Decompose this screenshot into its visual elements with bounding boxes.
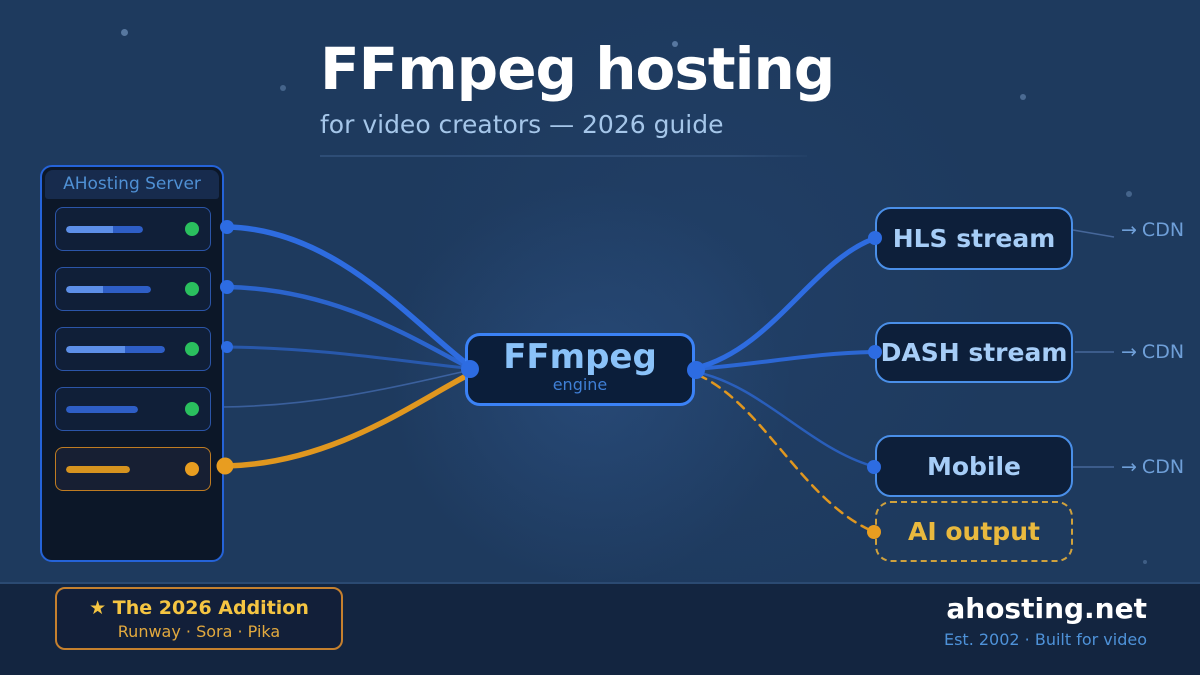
- engine-title: FFmpeg: [503, 337, 657, 377]
- status-led-icon: [185, 402, 199, 416]
- addition-subtitle: Runway · Sora · Pika: [117, 622, 281, 641]
- server-slot-row: [55, 207, 211, 251]
- edge-engine-hls: [693, 236, 876, 371]
- footer: ★ The 2026 Addition Runway · Sora · Pika…: [0, 582, 1200, 675]
- output-node-ai: AI output: [875, 501, 1073, 562]
- edge-slot2-engine: [224, 284, 469, 369]
- output-label: Mobile: [926, 451, 1022, 481]
- edge-slot3-engine: [225, 345, 468, 370]
- server-panel-title: AHosting Server: [45, 170, 219, 199]
- brand-tagline: Est. 2002 · Built for video: [943, 630, 1147, 649]
- server-slot-row-ai: [55, 447, 211, 491]
- star-dot-icon: [672, 41, 678, 47]
- edge-engine-dash: [694, 350, 875, 371]
- ffmpeg-engine-node: FFmpeg engine: [465, 333, 695, 406]
- star-dot-icon: [280, 85, 286, 91]
- brand-name: ahosting.net: [946, 592, 1147, 625]
- server-slot-row: [55, 327, 211, 371]
- cdn-label-hls: →CDN: [1121, 219, 1184, 241]
- connector-dot: [221, 341, 233, 353]
- output-label: AI output: [908, 517, 1040, 546]
- status-led-icon: [185, 282, 199, 296]
- connector-dot: [220, 220, 234, 234]
- star-dot-icon: [1020, 94, 1026, 100]
- output-node-hls: HLS stream: [875, 207, 1073, 270]
- load-bar: [66, 465, 130, 473]
- engine-subtitle: engine: [552, 374, 608, 394]
- connector-dot: [461, 360, 479, 378]
- cdn-label-dash: →CDN: [1121, 341, 1184, 363]
- cdn-text: CDN: [1141, 341, 1185, 363]
- status-led-icon: [185, 342, 199, 356]
- load-bar: [66, 285, 151, 293]
- status-led-icon: [185, 462, 199, 476]
- status-led-icon: [185, 222, 199, 236]
- connector-dot: [868, 231, 882, 245]
- star-icon: ★: [89, 597, 107, 619]
- cdn-text: CDN: [1141, 219, 1185, 241]
- addition-title-text: The 2026 Addition: [112, 597, 309, 619]
- page-subtitle: for video creators — 2026 guide: [320, 109, 724, 139]
- output-node-mobile: Mobile: [875, 435, 1073, 497]
- edge-engine-ai-dashed: [696, 373, 874, 533]
- connector-dot: [687, 361, 705, 379]
- output-node-dash: DASH stream: [875, 322, 1073, 383]
- connector-dot-orange: [867, 525, 881, 539]
- load-bar: [66, 405, 138, 413]
- connector-dot-orange: [216, 457, 234, 475]
- edge-hls-cdn: [1072, 229, 1115, 238]
- header: FFmpeg hosting for video creators — 2026…: [320, 35, 885, 157]
- server-panel: AHosting Server: [40, 165, 224, 562]
- star-dot-icon: [121, 29, 128, 36]
- addition-callout-box: ★ The 2026 Addition Runway · Sora · Pika: [55, 587, 343, 650]
- arrow-right-icon: →: [1121, 341, 1137, 363]
- edge-slot1-engine: [224, 224, 469, 366]
- server-slot-row: [55, 267, 211, 311]
- connector-dot: [867, 460, 881, 474]
- output-label: HLS stream: [892, 224, 1056, 253]
- cdn-text: CDN: [1141, 456, 1185, 478]
- edge-engine-mobile: [694, 370, 874, 468]
- edge-slot5-engine: [224, 371, 473, 469]
- arrow-right-icon: →: [1121, 456, 1137, 478]
- edge-slot4-engine: [221, 370, 467, 408]
- arrow-right-icon: →: [1121, 219, 1137, 241]
- connector-dot: [220, 280, 234, 294]
- connector-dot: [868, 345, 882, 359]
- server-slot-row: [55, 387, 211, 431]
- output-label: DASH stream: [880, 338, 1068, 367]
- load-bar: [66, 345, 165, 353]
- star-dot-icon: [1143, 560, 1147, 564]
- star-dot-icon: [1126, 191, 1132, 197]
- header-divider: [320, 154, 807, 157]
- page-title: FFmpeg hosting: [320, 35, 835, 103]
- load-bar: [66, 225, 143, 233]
- cdn-label-mobile: →CDN: [1121, 456, 1184, 478]
- addition-title: ★ The 2026 Addition: [57, 597, 341, 619]
- brand-block: ahosting.net Est. 2002 · Built for video: [944, 592, 1147, 649]
